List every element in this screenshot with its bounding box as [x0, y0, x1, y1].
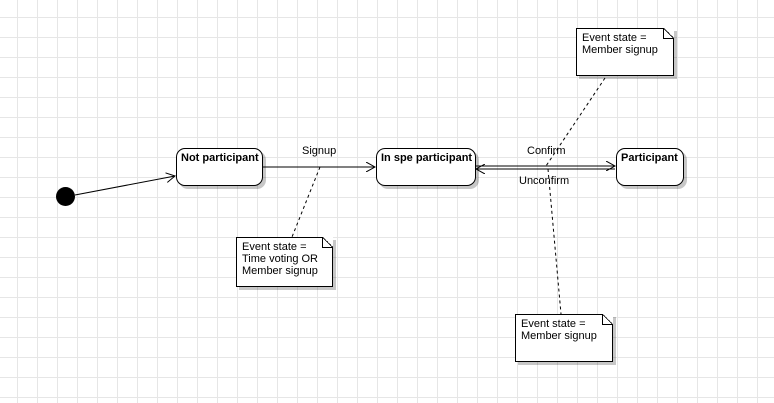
transition-label-confirm: Confirm: [527, 145, 566, 157]
note-fold-icon: [602, 314, 613, 325]
note-bottom-right[interactable]: Event state = Member signup: [515, 314, 613, 362]
note-line: Member signup: [521, 330, 597, 342]
note-fold-icon: [322, 237, 333, 248]
note-line: Member signup: [242, 265, 318, 277]
note-fold-icon: [663, 28, 674, 39]
note-line: Event state =: [521, 318, 586, 330]
state-label: In spe participant: [381, 152, 473, 164]
note-top-right[interactable]: Event state = Member signup: [576, 28, 674, 76]
state-label: Not participant: [181, 152, 259, 164]
note-bottom-left[interactable]: Event state = Time voting OR Member sign…: [236, 237, 333, 287]
transition-initial: [74, 176, 175, 196]
transition-label-unconfirm: Unconfirm: [519, 175, 570, 187]
state-in-spe-participant[interactable]: In spe participant: [376, 148, 476, 186]
note-anchor-bottom-left: [291, 166, 321, 238]
note-anchor-bottom-right: [547, 168, 562, 315]
state-label: Participant: [621, 152, 678, 164]
note-line: Event state =: [582, 32, 647, 44]
note-line: Member signup: [582, 44, 658, 56]
initial-state: [56, 187, 75, 206]
transition-label-signup: Signup: [302, 145, 337, 157]
note-line: Time voting OR: [242, 253, 319, 265]
state-not-participant[interactable]: Not participant: [176, 148, 263, 186]
state-participant[interactable]: Participant: [616, 148, 684, 186]
note-line: Event state =: [242, 241, 307, 253]
